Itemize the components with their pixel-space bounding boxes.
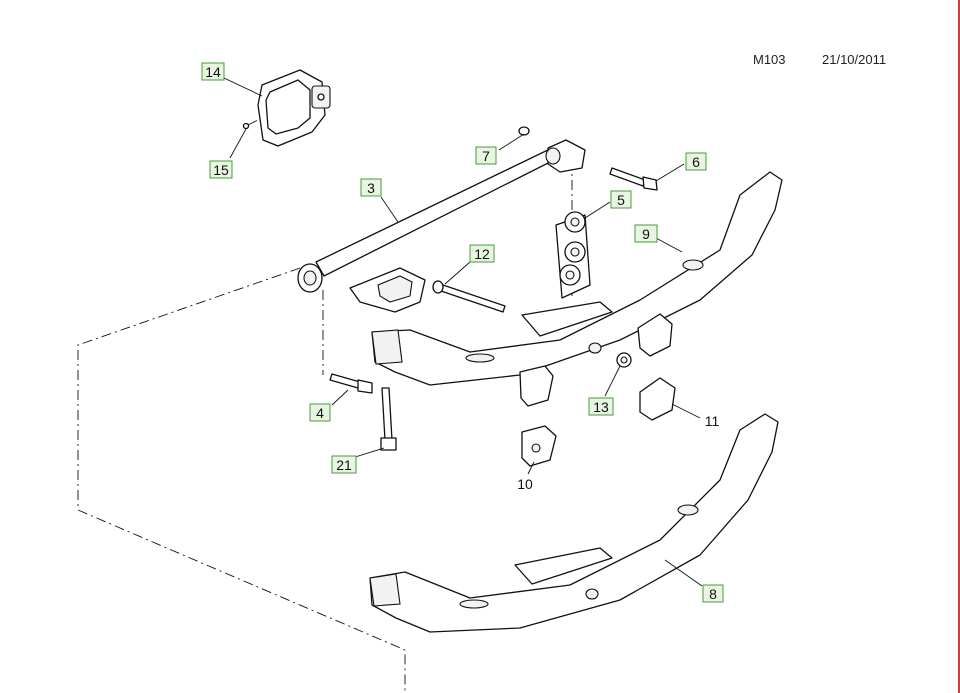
- svg-text:3: 3: [367, 180, 375, 196]
- leader-5: [584, 201, 611, 219]
- leader-6: [655, 163, 685, 182]
- callout-9: 9: [634, 224, 658, 243]
- callout-12: 12: [469, 244, 495, 263]
- callout-6: 6: [685, 152, 707, 171]
- svg-text:12: 12: [474, 246, 490, 262]
- part-14-bracket: [257, 69, 331, 147]
- page-edge-line: [958, 0, 960, 693]
- part-3-rod: [297, 147, 559, 293]
- callout-5: 5: [610, 190, 632, 209]
- callout-4: 4: [309, 403, 331, 422]
- callout-7: 7: [475, 146, 497, 165]
- leader-15: [229, 128, 247, 159]
- svg-text:7: 7: [482, 148, 490, 164]
- leader-14: [223, 77, 263, 97]
- leader-13: [604, 365, 621, 397]
- callout-10: 10: [517, 476, 533, 492]
- svg-text:4: 4: [316, 405, 324, 421]
- diagram-code: M103: [753, 52, 786, 67]
- svg-text:21: 21: [336, 457, 352, 473]
- callout-13: 13: [588, 397, 614, 416]
- svg-text:15: 15: [213, 162, 229, 178]
- callout-3: 3: [360, 178, 382, 197]
- centerline-15: [247, 117, 263, 126]
- svg-text:5: 5: [617, 192, 625, 208]
- leader-7: [498, 133, 525, 151]
- part-6-bolt: [609, 167, 658, 191]
- part-11-clip-upper: [637, 313, 673, 357]
- callout-21: 21: [331, 455, 357, 474]
- part-21-bolt: [380, 387, 397, 451]
- svg-text:6: 6: [692, 154, 700, 170]
- part-7-washer: [518, 126, 530, 136]
- svg-text:10: 10: [517, 476, 533, 492]
- svg-text:8: 8: [709, 586, 717, 602]
- part-10-bracket: [521, 425, 557, 467]
- leader-4: [331, 389, 349, 406]
- part-5-bushings: [555, 211, 591, 299]
- leader-12: [444, 261, 471, 285]
- leader-3: [380, 196, 399, 223]
- part-4-bolt: [329, 373, 373, 394]
- part-15-clip: [242, 122, 250, 130]
- part-11-clip: [639, 377, 676, 421]
- assembly-boundary: [77, 267, 406, 693]
- mounting-clamp: [349, 267, 426, 313]
- svg-text:9: 9: [642, 226, 650, 242]
- svg-text:13: 13: [593, 399, 609, 415]
- svg-text:14: 14: [205, 64, 221, 80]
- leader-11: [671, 403, 701, 419]
- callout-8: 8: [702, 584, 724, 603]
- callout-14: 14: [201, 62, 225, 81]
- part-13-nut: [616, 352, 632, 368]
- leader-21: [351, 447, 385, 459]
- part-8-frame-rail: [369, 413, 779, 633]
- leader-9: [655, 237, 683, 253]
- svg-text:11: 11: [705, 413, 720, 429]
- rod-pivot-head: [545, 139, 586, 173]
- leader-8: [664, 559, 703, 587]
- callout-15: 15: [209, 160, 233, 179]
- part-12-bolt: [432, 280, 506, 313]
- callout-11: 11: [705, 413, 720, 429]
- part-9-frame-rail: [371, 171, 783, 386]
- diagram-date: 21/10/2011: [822, 52, 887, 67]
- bracket-on-rail: [519, 365, 554, 407]
- leader-10: [527, 461, 535, 475]
